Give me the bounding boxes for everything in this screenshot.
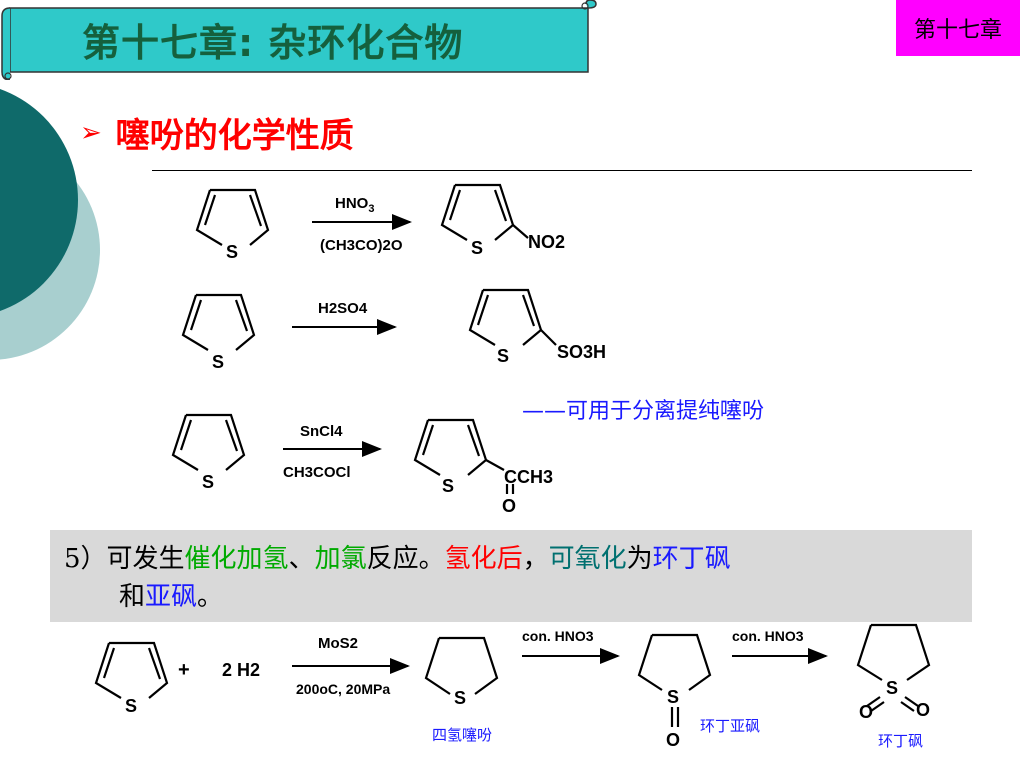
section-title-text: 噻吩的化学性质 bbox=[115, 116, 354, 156]
sulfur-atom-1b: S bbox=[471, 238, 483, 258]
sulfur-atom-5: S bbox=[454, 688, 466, 708]
chapter-tag: 第十七章 bbox=[896, 0, 1020, 56]
plus-sign: + bbox=[178, 659, 190, 681]
sulfonic-acid-group: SO3H bbox=[557, 342, 606, 362]
oxidant-1: con. HNO3 bbox=[522, 628, 594, 644]
sulfur-atom-2b: S bbox=[497, 346, 509, 366]
sulfone-oxygen-left: O bbox=[859, 702, 873, 722]
thiophene-ring-1 bbox=[195, 188, 270, 246]
highlight-catalytic-hydrogenation: 催化加氢 bbox=[184, 544, 289, 574]
oxidant-2: con. HNO3 bbox=[732, 628, 804, 644]
caption-sulfoxide: 环丁亚砜 bbox=[700, 717, 761, 735]
acetyl-group: CCH3 bbox=[504, 467, 553, 487]
carbonyl-oxygen: O bbox=[502, 496, 516, 516]
info-line-2: 和亚砜。 bbox=[119, 582, 224, 612]
highlight-sulfolane: 环丁砜 bbox=[652, 544, 731, 574]
thiophene-sulfonic-acid-ring bbox=[468, 288, 557, 346]
hydrogen-reagent: 2 H2 bbox=[222, 660, 260, 680]
reaction-conditions: 200oC, 20MPa bbox=[296, 681, 390, 697]
dark-teal-circle bbox=[0, 89, 78, 311]
arrow-bullet-icon: ➢ bbox=[80, 117, 102, 148]
slide-title: 第十七章: 杂环化合物 bbox=[82, 21, 464, 65]
thiophene-ring-4 bbox=[94, 641, 169, 699]
reagent-hno3: HNO3 bbox=[335, 195, 374, 215]
sulfur-atom-3b: S bbox=[442, 476, 454, 496]
highlight-sulfoxide: 亚砜 bbox=[145, 582, 198, 612]
sulfone-ring bbox=[856, 623, 931, 712]
acetylthiophene-ring bbox=[413, 418, 515, 494]
sulfur-atom-2: S bbox=[212, 352, 224, 372]
sulfonation-note: ——可用于分离提纯噻吩 bbox=[522, 399, 765, 424]
decorative-circles bbox=[0, 89, 100, 360]
sulfur-atom-1: S bbox=[226, 242, 238, 262]
info-line-1: 5）可发生催化加氢、加氯反应。氢化后，可氧化为环丁砜 bbox=[64, 544, 731, 574]
caption-tetrahydrothiophene: 四氢噻吩 bbox=[432, 726, 493, 744]
reagent-acetyl-chloride: CH3COCl bbox=[283, 464, 351, 481]
thiophene-ring-2 bbox=[181, 293, 256, 351]
sulfur-atom-3: S bbox=[202, 472, 214, 492]
reagent-h2so4: H2SO4 bbox=[318, 300, 368, 317]
sulfoxide-oxygen: O bbox=[666, 730, 680, 750]
highlight-chlorination: 加氯 bbox=[314, 544, 367, 574]
tetrahydrothiophene-ring bbox=[424, 636, 499, 695]
highlight-after-hydrogenation: 氢化后 bbox=[444, 544, 523, 574]
sulfur-atom-7: S bbox=[886, 678, 898, 698]
nitrothiophene-ring bbox=[440, 183, 529, 241]
sulfone-oxygen-right: O bbox=[916, 700, 930, 720]
section-heading: ➢ 噻吩的化学性质 bbox=[80, 108, 354, 157]
reagent-acetic-anhydride: (CH3CO)2O bbox=[320, 237, 403, 254]
info-box: 5）可发生催化加氢、加氯反应。氢化后，可氧化为环丁砜 和亚砜。 bbox=[50, 530, 972, 622]
sulfoxide-ring bbox=[637, 633, 712, 727]
caption-sulfone: 环丁砜 bbox=[878, 732, 924, 750]
sulfur-atom-4: S bbox=[125, 696, 137, 716]
highlight-oxidizable: 可氧化 bbox=[548, 544, 627, 574]
thiophene-ring-3 bbox=[171, 413, 246, 471]
catalyst-mos2: MoS2 bbox=[318, 635, 358, 652]
divider-line bbox=[152, 170, 972, 171]
nitro-group: NO2 bbox=[528, 232, 565, 252]
reagent-sncl4: SnCl4 bbox=[300, 423, 343, 440]
sulfur-atom-6: S bbox=[667, 687, 679, 707]
title-banner bbox=[1, 0, 597, 80]
